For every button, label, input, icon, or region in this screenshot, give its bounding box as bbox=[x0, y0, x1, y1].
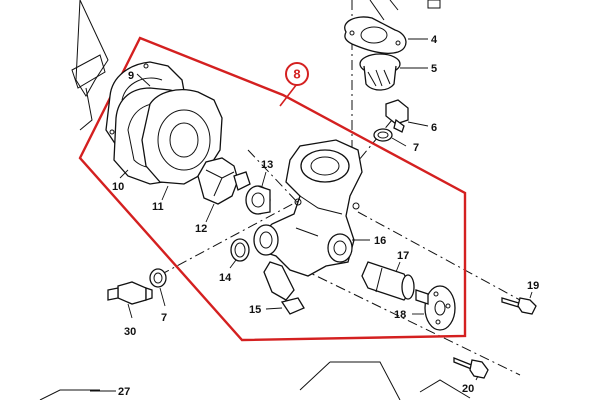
callout-19: 19 bbox=[527, 280, 539, 292]
part-5-thermostat bbox=[359, 53, 428, 91]
callout-14: 14 bbox=[219, 272, 232, 284]
part-17-shaft bbox=[361, 261, 415, 301]
callout-12: 12 bbox=[195, 223, 207, 235]
callout-27: 27 bbox=[118, 386, 130, 398]
part-11-plate bbox=[141, 89, 223, 201]
callout-15: 15 bbox=[249, 304, 261, 316]
assembly-callout-badge bbox=[285, 62, 309, 86]
part-13-seal bbox=[245, 171, 271, 215]
assembly-highlight-outline bbox=[78, 36, 467, 342]
callout-20: 20 bbox=[462, 383, 474, 395]
callout-5: 5 bbox=[431, 63, 437, 75]
callout-11: 11 bbox=[152, 201, 164, 213]
callout-13: 13 bbox=[261, 159, 273, 171]
part-18-hub bbox=[412, 285, 456, 331]
callout-6: 6 bbox=[431, 122, 437, 134]
part-16-pump-housing bbox=[253, 139, 370, 301]
part-6-plug bbox=[385, 99, 429, 133]
part-7-oring-upper bbox=[373, 128, 407, 147]
callout-30: 30 bbox=[124, 326, 136, 338]
callout-4: 4 bbox=[431, 34, 438, 46]
callout-7: 7 bbox=[413, 142, 419, 154]
callout-9: 9 bbox=[128, 70, 134, 82]
callout-17: 17 bbox=[397, 250, 409, 262]
part-15-elbow bbox=[265, 297, 305, 315]
assembly-callout-number: 8 bbox=[293, 67, 300, 82]
part-30-sensor bbox=[107, 281, 153, 319]
part-12-impeller bbox=[197, 157, 251, 223]
callout-18: 18 bbox=[394, 309, 406, 321]
part-4-gasket bbox=[344, 16, 428, 54]
part-14-oring bbox=[229, 238, 250, 269]
background-fragments bbox=[39, 0, 471, 400]
part-20-bolt bbox=[453, 357, 489, 381]
part-7-washer-lower bbox=[149, 268, 167, 307]
callout-16: 16 bbox=[374, 235, 386, 247]
callout-10: 10 bbox=[112, 181, 124, 193]
callout-7-lower: 7 bbox=[161, 312, 167, 324]
part-19-bolt bbox=[501, 291, 537, 315]
callout-labels: 4 5 6 7 9 10 11 12 13 14 15 16 17 18 19 … bbox=[112, 34, 539, 398]
